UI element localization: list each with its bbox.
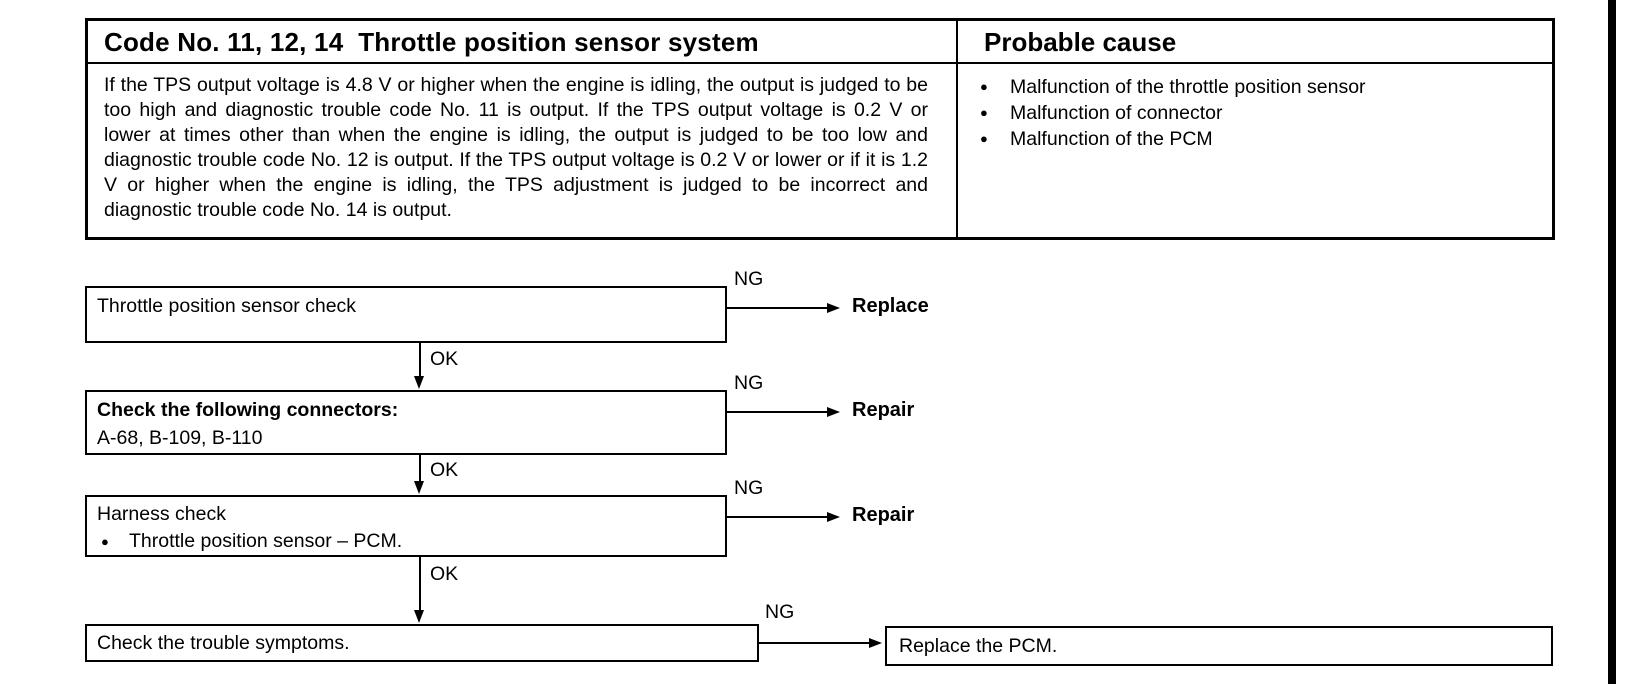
dtc-table: Code No. 11, 12, 14 Throttle position se… (85, 18, 1555, 240)
final-result-box: Replace the PCM. (885, 626, 1553, 666)
result-replace: Replace (852, 295, 929, 317)
flow-step-4-title: Check the trouble symptoms. (97, 631, 350, 654)
ng-label-4: NG (765, 601, 795, 623)
arrowhead-down-icon (414, 610, 424, 623)
flow-step-1-title: Throttle position sensor check (97, 295, 357, 317)
bullet-icon: ● (980, 131, 988, 146)
result-repair-2: Repair (852, 504, 915, 526)
bullet-icon: ● (101, 534, 109, 549)
probable-cause-header: Probable cause (958, 21, 1552, 64)
arrowhead-right-icon (869, 638, 882, 648)
ng-arrow-2 (727, 411, 827, 413)
ok-arrow-3 (419, 557, 421, 611)
probable-cause-text: Malfunction of the PCM (1010, 128, 1213, 150)
dtc-description: If the TPS output voltage is 4.8 V or hi… (88, 64, 958, 237)
ok-arrow-1 (419, 343, 421, 377)
flow-step-2-title: Check the following connectors: (97, 399, 399, 421)
bullet-icon: ● (980, 79, 988, 94)
flow-step-3-detail-row: ● Throttle position sensor – PCM. (97, 528, 725, 555)
bullet-icon: ● (980, 105, 988, 120)
flow-step-1-box: Throttle position sensor check (85, 286, 727, 343)
flow-step-2-box: Check the following connectors: A-68, B-… (85, 390, 727, 455)
ng-label-1: NG (734, 268, 764, 290)
ng-label-3: NG (734, 477, 764, 499)
flow-step-4-box: Check the trouble symptoms. (85, 624, 759, 662)
scan-edge-bar (1608, 0, 1616, 684)
flow-step-3-box: Harness check ● Throttle position sensor… (85, 495, 727, 557)
arrowhead-right-icon (827, 407, 840, 417)
probable-cause-item: ● Malfunction of the PCM (958, 126, 1552, 152)
probable-cause-text: Malfunction of the throttle position sen… (1010, 76, 1366, 98)
ok-label-1: OK (430, 348, 459, 370)
final-result-text: Replace the PCM. (899, 634, 1058, 657)
ng-arrow-1 (727, 307, 827, 309)
ng-label-2: NG (734, 372, 764, 394)
flow-step-3-title: Harness check (97, 503, 226, 525)
result-repair-1: Repair (852, 399, 915, 421)
flow-step-2-detail: A-68, B-109, B-110 (97, 427, 263, 449)
arrowhead-down-icon (414, 481, 424, 494)
arrowhead-right-icon (827, 303, 840, 313)
probable-cause-text: Malfunction of connector (1010, 102, 1223, 124)
flow-step-3-detail: Throttle position sensor – PCM. (129, 530, 403, 552)
arrowhead-down-icon (414, 376, 424, 389)
ok-label-3: OK (430, 563, 459, 585)
ng-arrow-3 (727, 516, 827, 518)
ok-arrow-2 (419, 455, 421, 482)
ng-arrow-4 (757, 642, 869, 644)
probable-cause-item: ● Malfunction of the throttle position s… (958, 74, 1552, 100)
arrowhead-right-icon (827, 512, 840, 522)
dtc-code-title: Code No. 11, 12, 14 Throttle position se… (88, 21, 958, 64)
ok-label-2: OK (430, 459, 459, 481)
probable-cause-item: ● Malfunction of connector (958, 100, 1552, 126)
probable-cause-list: ● Malfunction of the throttle position s… (958, 64, 1552, 237)
